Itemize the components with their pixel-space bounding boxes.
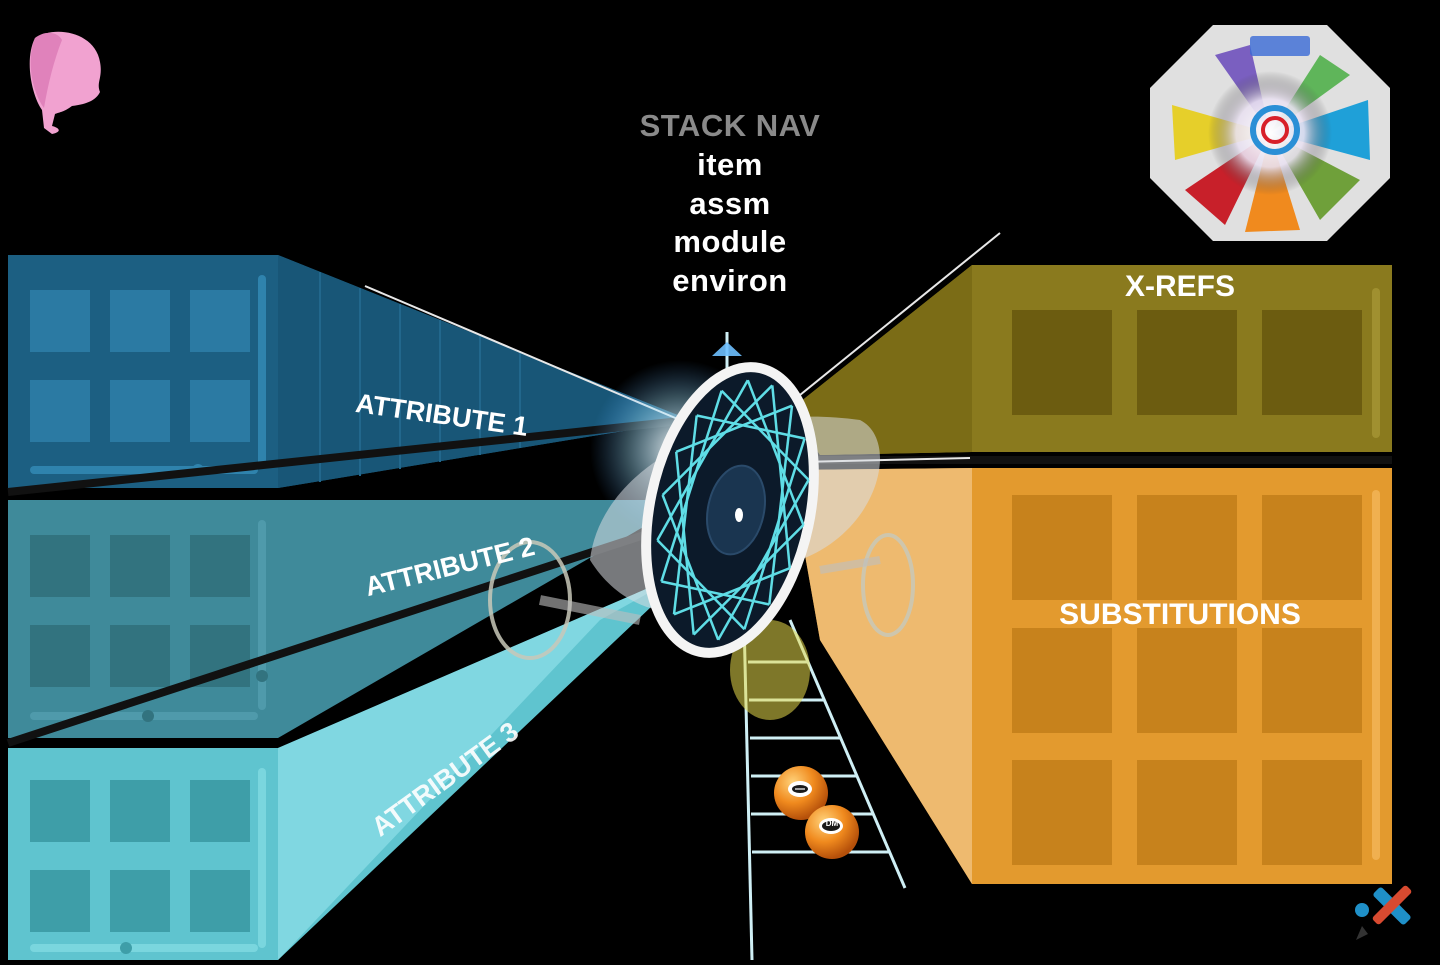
- wheel-spoke: [656, 539, 746, 631]
- stack-nav-assm[interactable]: assm: [689, 186, 771, 221]
- app-launcher-wheel-icon[interactable]: [1150, 25, 1390, 241]
- wheel-spoke: [746, 379, 805, 526]
- wheel-spoke: [696, 414, 805, 440]
- wheel-vehicle-icon[interactable]: [488, 342, 915, 720]
- wheel-spoke: [768, 405, 794, 605]
- wheel-spoke: [717, 479, 810, 641]
- wheel-spoke: [720, 389, 810, 481]
- stack-nav-title: STACK NAV: [639, 108, 821, 143]
- substitutions-label: SUBSTITUTIONS: [1059, 598, 1301, 631]
- wheel-spoke: [771, 385, 792, 569]
- wheel-spoke: [692, 524, 805, 636]
- stack-nav-module[interactable]: module: [673, 224, 787, 259]
- wheel-spoke: [661, 384, 774, 496]
- dm-ball[interactable]: [805, 805, 859, 859]
- attribute-3-panel[interactable]: [8, 570, 690, 960]
- wheel-spoke: [656, 379, 749, 541]
- substitutions-panel[interactable]: [790, 468, 1392, 884]
- tools-icon[interactable]: [1355, 884, 1413, 940]
- head-avatar-icon[interactable]: [29, 31, 101, 134]
- wheel-spoke: [673, 567, 791, 616]
- wheel-spoke: [743, 438, 806, 630]
- stack-nav-environ[interactable]: environ: [672, 263, 788, 298]
- wheel-spoke: [660, 390, 723, 582]
- dm-badge-label: DM: [825, 819, 839, 828]
- wheel-spoke: [675, 404, 793, 453]
- stack-nav-item[interactable]: item: [697, 147, 763, 182]
- x-refs-panel[interactable]: [790, 265, 1392, 455]
- message-bubble-ball[interactable]: [774, 766, 828, 820]
- attribute-2-panel[interactable]: [8, 500, 690, 738]
- wheel-spoke: [661, 494, 720, 641]
- x-refs-label: X-REFS: [1124, 270, 1235, 303]
- wheel-spoke: [661, 580, 770, 606]
- wheel-spoke: [672, 415, 698, 615]
- wheel-spoke: [674, 451, 695, 635]
